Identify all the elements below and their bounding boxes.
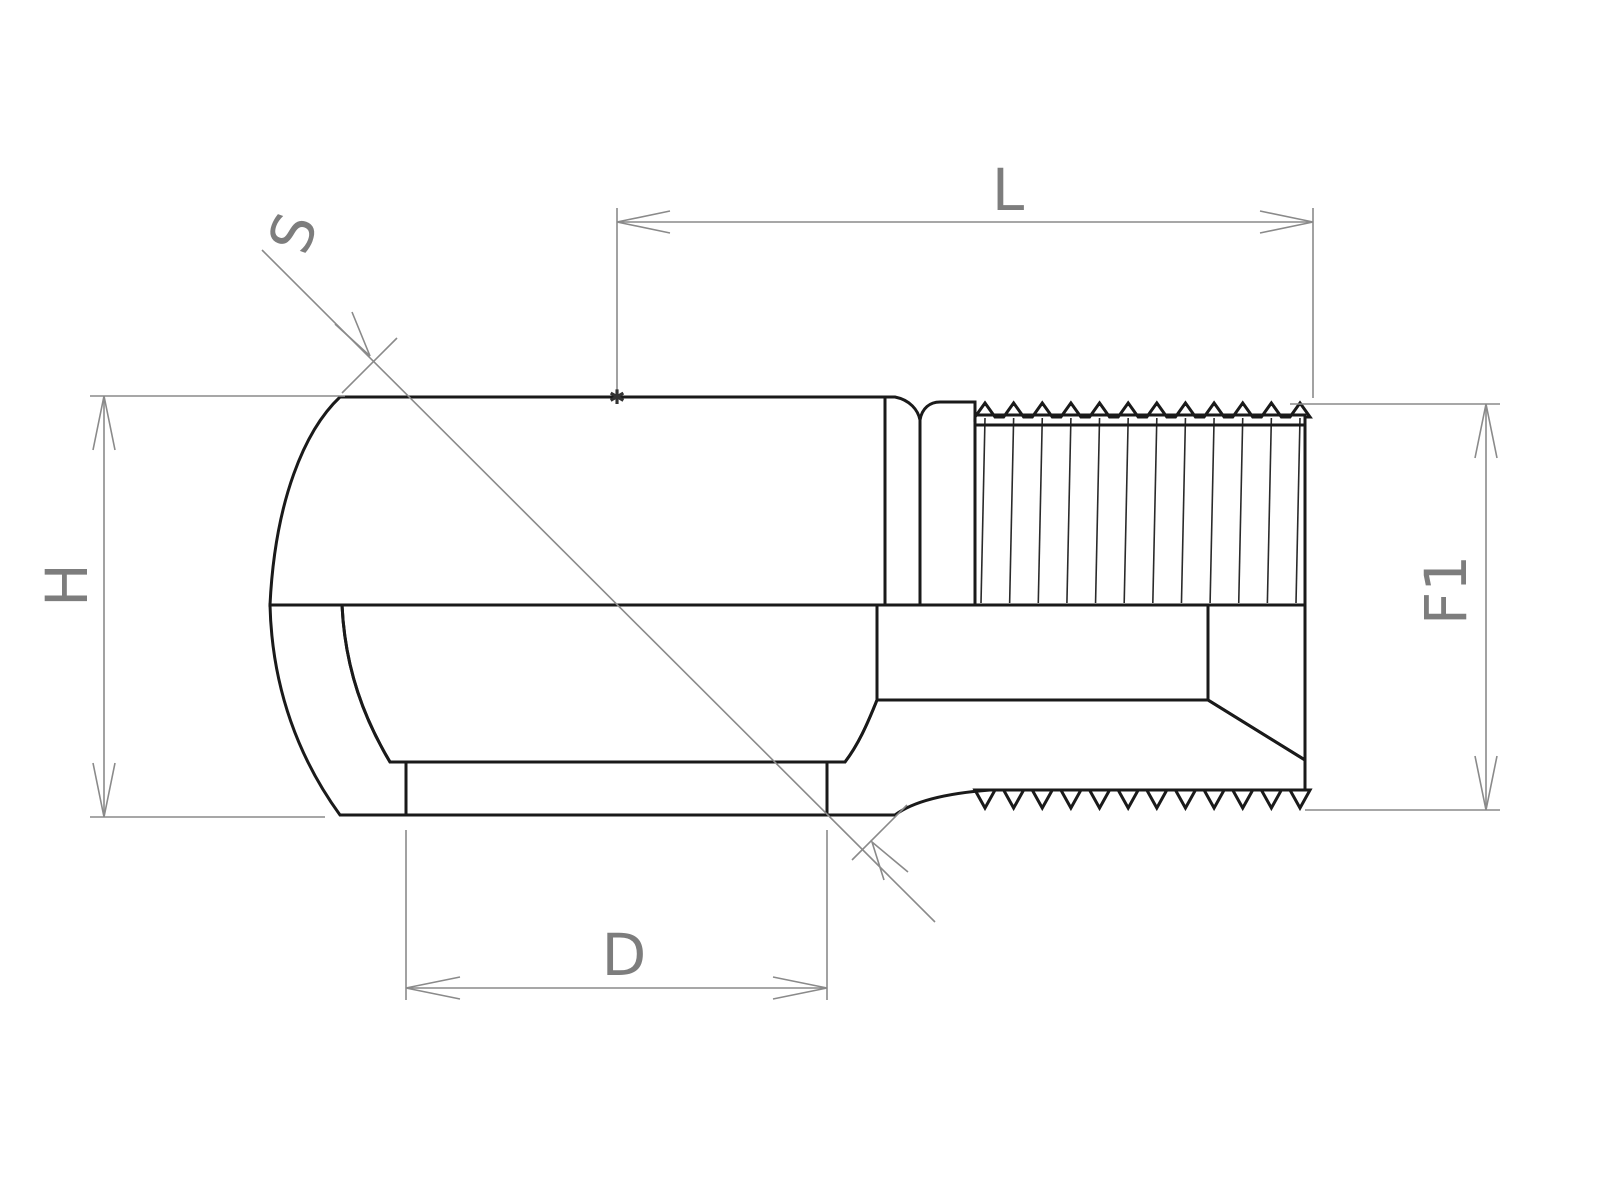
thread-body xyxy=(973,413,1307,607)
inner-cavity xyxy=(340,603,879,764)
thread-line xyxy=(1266,417,1273,604)
thread-line xyxy=(1237,417,1244,604)
thread-line xyxy=(1008,417,1015,604)
dimension-d: D xyxy=(405,830,828,1000)
thread-line xyxy=(1295,417,1301,604)
thread-crest-top xyxy=(973,400,1313,427)
bore-d xyxy=(404,760,829,817)
thread-line xyxy=(1066,417,1072,604)
thread-line xyxy=(980,417,986,604)
dimension-l: L ✱ xyxy=(609,156,1314,409)
fitting-body xyxy=(268,395,1313,817)
reference-mark: ✱ xyxy=(609,385,626,409)
section-wall-right xyxy=(825,698,1307,817)
thread-crest-bottom xyxy=(972,788,1313,812)
dimension-h: H xyxy=(33,395,345,818)
dimension-label-h: H xyxy=(33,563,101,607)
sphere-upper-half xyxy=(268,395,887,607)
section-wall-left xyxy=(268,603,408,817)
thread-line xyxy=(1094,417,1101,604)
dimension-label-f1: F1 xyxy=(1412,555,1480,625)
dimension-label-d: D xyxy=(602,921,647,989)
stem-bore xyxy=(875,603,1210,702)
thread-line xyxy=(1123,417,1129,604)
thread-lines xyxy=(980,417,1301,604)
neck-collar xyxy=(918,400,977,607)
dimension-label-l: L xyxy=(992,156,1024,224)
thread-line xyxy=(1209,417,1215,604)
stem-chamfer xyxy=(1206,603,1307,763)
neck-groove xyxy=(883,395,922,607)
thread-line xyxy=(1037,417,1044,604)
dimension-f1: F1 xyxy=(1290,403,1500,811)
thread-line xyxy=(1152,417,1158,604)
thread-line xyxy=(1180,417,1187,604)
